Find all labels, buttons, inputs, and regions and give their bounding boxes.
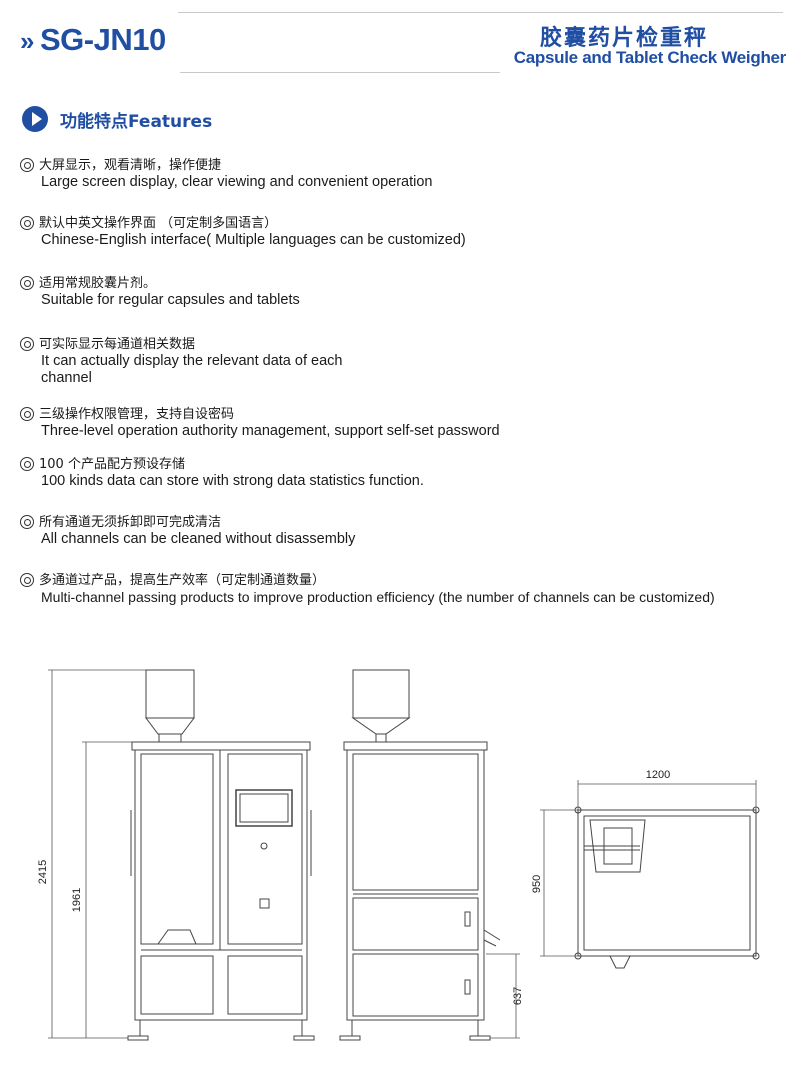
top-dimension-lines [540, 780, 757, 957]
front-view-drawing [127, 669, 315, 1041]
total-height-dimension: 2415 [37, 860, 49, 884]
depth-dimension: 950 [531, 875, 543, 893]
side-view-drawing [339, 669, 501, 1041]
drawer-height-dimension: 637 [512, 987, 524, 1005]
feature-item: 默认中英文操作界面 （可定制多国语言） Chinese-English inte… [20, 215, 466, 249]
feature-text-en: Three-level operation authority manageme… [41, 423, 500, 439]
feature-text-en: channel [41, 370, 92, 386]
model-number: SG-JN10 [39, 22, 166, 57]
height-dimension-lines [48, 669, 146, 1039]
features-title: 功能特点Features [60, 111, 213, 132]
feature-item: 多通道过产品，提高生产效率（可定制通道数量） Multi-channel pas… [20, 572, 715, 606]
feature-text-cn: 可实际显示每通道相关数据 [39, 337, 196, 352]
features-section-header: 功能特点Features [22, 106, 212, 132]
feature-item: 100 个产品配方预设存储 100 kinds data can store w… [20, 456, 424, 490]
double-circle-bullet-icon [20, 515, 34, 529]
feature-text-cn: 默认中英文操作界面 （可定制多国语言） [39, 216, 278, 231]
feature-item: 三级操作权限管理，支持自设密码 Three-level operation au… [20, 406, 500, 440]
drawer-dimension-lines [486, 953, 520, 1039]
width-dimension: 1200 [646, 769, 670, 781]
feature-text-en: Multi-channel passing products to improv… [41, 589, 715, 605]
play-circle-icon [22, 106, 48, 132]
feature-text-en: Large screen display, clear viewing and … [41, 174, 433, 190]
double-circle-bullet-icon [20, 216, 34, 230]
double-chevron-icon: » [20, 26, 34, 56]
feature-text-cn: 三级操作权限管理，支持自设密码 [39, 407, 235, 422]
double-circle-bullet-icon [20, 407, 34, 421]
feature-item: 可实际显示每通道相关数据 It can actually display the… [20, 336, 342, 387]
feature-text-cn: 大屏显示，观看清晰，操作便捷 [39, 158, 222, 173]
feature-item: 适用常规胶囊片剂。 Suitable for regular capsules … [20, 275, 300, 309]
feature-text-en: 100 kinds data can store with strong dat… [41, 473, 424, 489]
feature-text-en: It can actually display the relevant dat… [41, 353, 343, 369]
product-title-cn: 胶囊药片检重秤 [539, 26, 708, 51]
feature-text-en: Suitable for regular capsules and tablet… [41, 292, 300, 308]
double-circle-bullet-icon [20, 276, 34, 290]
technical-drawings: 2415 1961 637 [37, 669, 760, 1041]
feature-item: 所有通道无须拆卸即可完成清洁 All channels can be clean… [20, 514, 355, 548]
feature-text-cn: 100 个产品配方预设存储 [39, 457, 185, 472]
top-rule [178, 12, 783, 13]
top-view-drawing [574, 806, 760, 969]
feature-text-cn: 所有通道无须拆卸即可完成清洁 [39, 515, 222, 530]
feature-text-en: Chinese-English interface( Multiple lang… [41, 232, 466, 248]
feature-text-cn: 多通道过产品，提高生产效率（可定制通道数量） [39, 573, 326, 588]
header-rule [180, 72, 500, 73]
double-circle-bullet-icon [20, 457, 34, 471]
double-circle-bullet-icon [20, 337, 34, 351]
feature-item: 大屏显示，观看清晰，操作便捷 Large screen display, cle… [20, 157, 432, 191]
feature-text-en: All channels can be cleaned without disa… [41, 531, 356, 547]
product-title-en: Capsule and Tablet Check Weigher [513, 48, 787, 67]
double-circle-bullet-icon [20, 158, 34, 172]
double-circle-bullet-icon [20, 573, 34, 587]
model-heading: »SG-JN10 [20, 22, 166, 58]
body-height-dimension: 1961 [71, 888, 83, 912]
feature-text-cn: 适用常规胶囊片剂。 [39, 276, 157, 291]
